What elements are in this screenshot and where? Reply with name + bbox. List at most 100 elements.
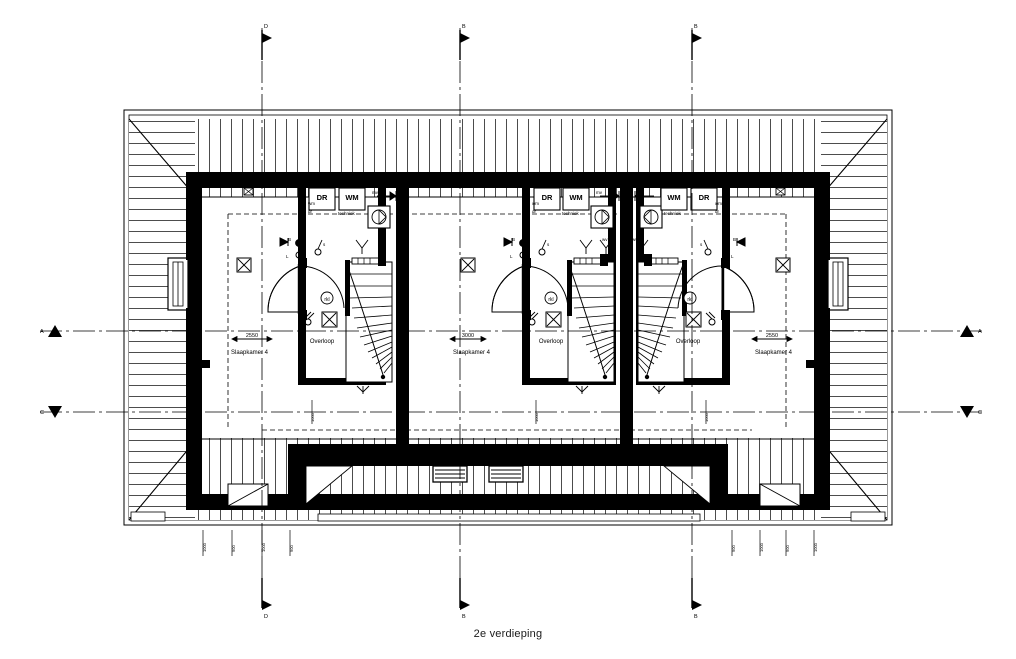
interior-dimension-text: 1000 1000 1000	[310, 412, 709, 422]
dimension-right: 2550	[751, 333, 793, 343]
svg-text:1000: 1000	[759, 542, 764, 552]
section-marker-b2-top: B	[691, 24, 702, 60]
section-label-b1-top: B	[462, 24, 466, 30]
dimension-value-left: 2550	[246, 333, 258, 339]
room-label-overloop-left: Overloop	[310, 339, 335, 345]
note-wv-right: wv	[632, 237, 638, 242]
grid-label-c-right: C	[978, 410, 982, 416]
note-dr-middle: dr	[532, 209, 537, 214]
svg-text:1000: 1000	[813, 542, 818, 552]
note-l-middle: L	[510, 254, 513, 259]
door-swings	[267, 264, 755, 314]
svg-text:900: 900	[731, 545, 736, 552]
room-label-slaapkamer-left: Slaapkamer 4	[231, 350, 269, 356]
appliance-box-wm-middle: WM	[562, 187, 590, 211]
grid-label-c-left: C	[40, 410, 44, 416]
mv-unit-middle-right	[639, 205, 663, 229]
appliance-label-wm-middle: WM	[569, 193, 582, 202]
grid-marker-c-right: C	[960, 406, 982, 418]
elec-right: rkl	[635, 237, 791, 394]
section-marker-b1-bottom: B	[459, 578, 470, 620]
roof-window-1	[432, 465, 468, 483]
section-marker-b1-top: B	[459, 24, 470, 60]
note-mv-middle: mv	[596, 190, 603, 195]
note-s-right: s	[700, 242, 703, 247]
note-mv-right: mv	[638, 190, 645, 195]
elec-left: rkl	[236, 237, 476, 394]
note-b-right: B	[733, 237, 736, 242]
appliance-box-wm-right: WM	[660, 187, 688, 211]
wall-window-right	[814, 250, 849, 318]
note-wm-left: wm	[308, 201, 315, 206]
drawing-title: 2e verdieping	[473, 628, 543, 640]
appliance-label-dr-left: DR	[317, 193, 328, 202]
note-mv-left: mv	[372, 190, 379, 195]
staircase-right	[637, 257, 687, 383]
svg-text:900: 900	[289, 545, 294, 552]
appliance-box-dr-middle: DR	[533, 187, 561, 211]
section-marker-d-top: D	[261, 24, 272, 60]
svg-text:1000: 1000	[261, 542, 266, 552]
staircase-middle	[567, 257, 615, 383]
svg-text:900: 900	[785, 545, 790, 552]
dimension-value-right: 2550	[766, 333, 778, 339]
appliance-box-wm-left: WM	[338, 187, 366, 211]
svg-text:1000: 1000	[534, 412, 539, 422]
grid-marker-a-left: A	[40, 325, 62, 337]
note-wv-middle: wv	[602, 237, 608, 242]
wall-outlets	[243, 187, 786, 196]
dormer-hatch-left	[227, 483, 269, 507]
appliance-label-wm-left: WM	[345, 193, 358, 202]
note-wv-left: wv	[378, 237, 384, 242]
section-label-d-top: D	[264, 24, 268, 30]
room-label-slaapkamer-middle: Slaapkamer 4	[453, 350, 491, 356]
section-label-b2-bottom: B	[694, 614, 698, 620]
room-label-slaapkamer-right: Slaapkamer 4	[755, 350, 793, 356]
eave-notches	[130, 511, 886, 522]
mv-unit-middle	[590, 205, 614, 229]
roof-window-2	[488, 465, 524, 483]
wall-stub-left	[196, 360, 210, 368]
room-label-overloop-right: Overloop	[676, 339, 701, 345]
section-label-b2-top: B	[694, 24, 698, 30]
note-s-left: s	[323, 242, 326, 247]
mv-duct-symbol-middle-right	[634, 191, 654, 201]
annotations: wm dr techniek mv B L s wv wm dr technie…	[286, 190, 736, 259]
section-marker-b2-bottom: B	[691, 578, 702, 620]
dormer-hatch-right	[759, 483, 801, 507]
appliance-label-dr-right: DR	[699, 193, 710, 202]
note-techniek-left: techniek	[338, 211, 356, 216]
section-label-b1-bottom: B	[462, 614, 466, 620]
note-wm-middle: wm	[532, 201, 539, 206]
knee-wall-hatch	[305, 465, 711, 505]
room-label-overloop-middle: Overloop	[539, 339, 564, 345]
note-dr-left: dr	[308, 209, 313, 214]
section-label-d-bottom: D	[264, 614, 268, 620]
note-b-middle: B	[512, 237, 515, 242]
elec-middle: rkl	[503, 237, 613, 394]
note-l-left: L	[286, 254, 289, 259]
svg-text:1000: 1000	[202, 542, 207, 552]
grid-label-a-right: A	[978, 329, 982, 335]
wall-window-left	[167, 250, 202, 318]
svg-text:1000: 1000	[704, 412, 709, 422]
mv-duct-symbol-left	[377, 191, 397, 201]
appliance-label-wm-right: WM	[667, 193, 680, 202]
note-s-middle: s	[547, 242, 550, 247]
bottom-dimension-text: 1000 900 1000 900 900 1000 900 1000	[202, 542, 818, 552]
door-jambs	[298, 254, 730, 320]
svg-text:900: 900	[231, 545, 236, 552]
svg-text:rkl: rkl	[548, 297, 553, 303]
knee-wall-dashed	[227, 213, 787, 431]
grid-marker-a-right: A	[960, 325, 982, 337]
note-dr-right: dr	[715, 209, 720, 214]
bottom-dimension-ticks	[202, 530, 815, 556]
svg-text:rkl: rkl	[324, 297, 329, 303]
svg-text:rkl: rkl	[687, 297, 692, 303]
interior-dimension-marks	[311, 400, 707, 424]
svg-text:1000: 1000	[310, 412, 315, 422]
dimension-middle: 3000	[449, 333, 487, 343]
dimension-left: 2550	[231, 333, 273, 343]
